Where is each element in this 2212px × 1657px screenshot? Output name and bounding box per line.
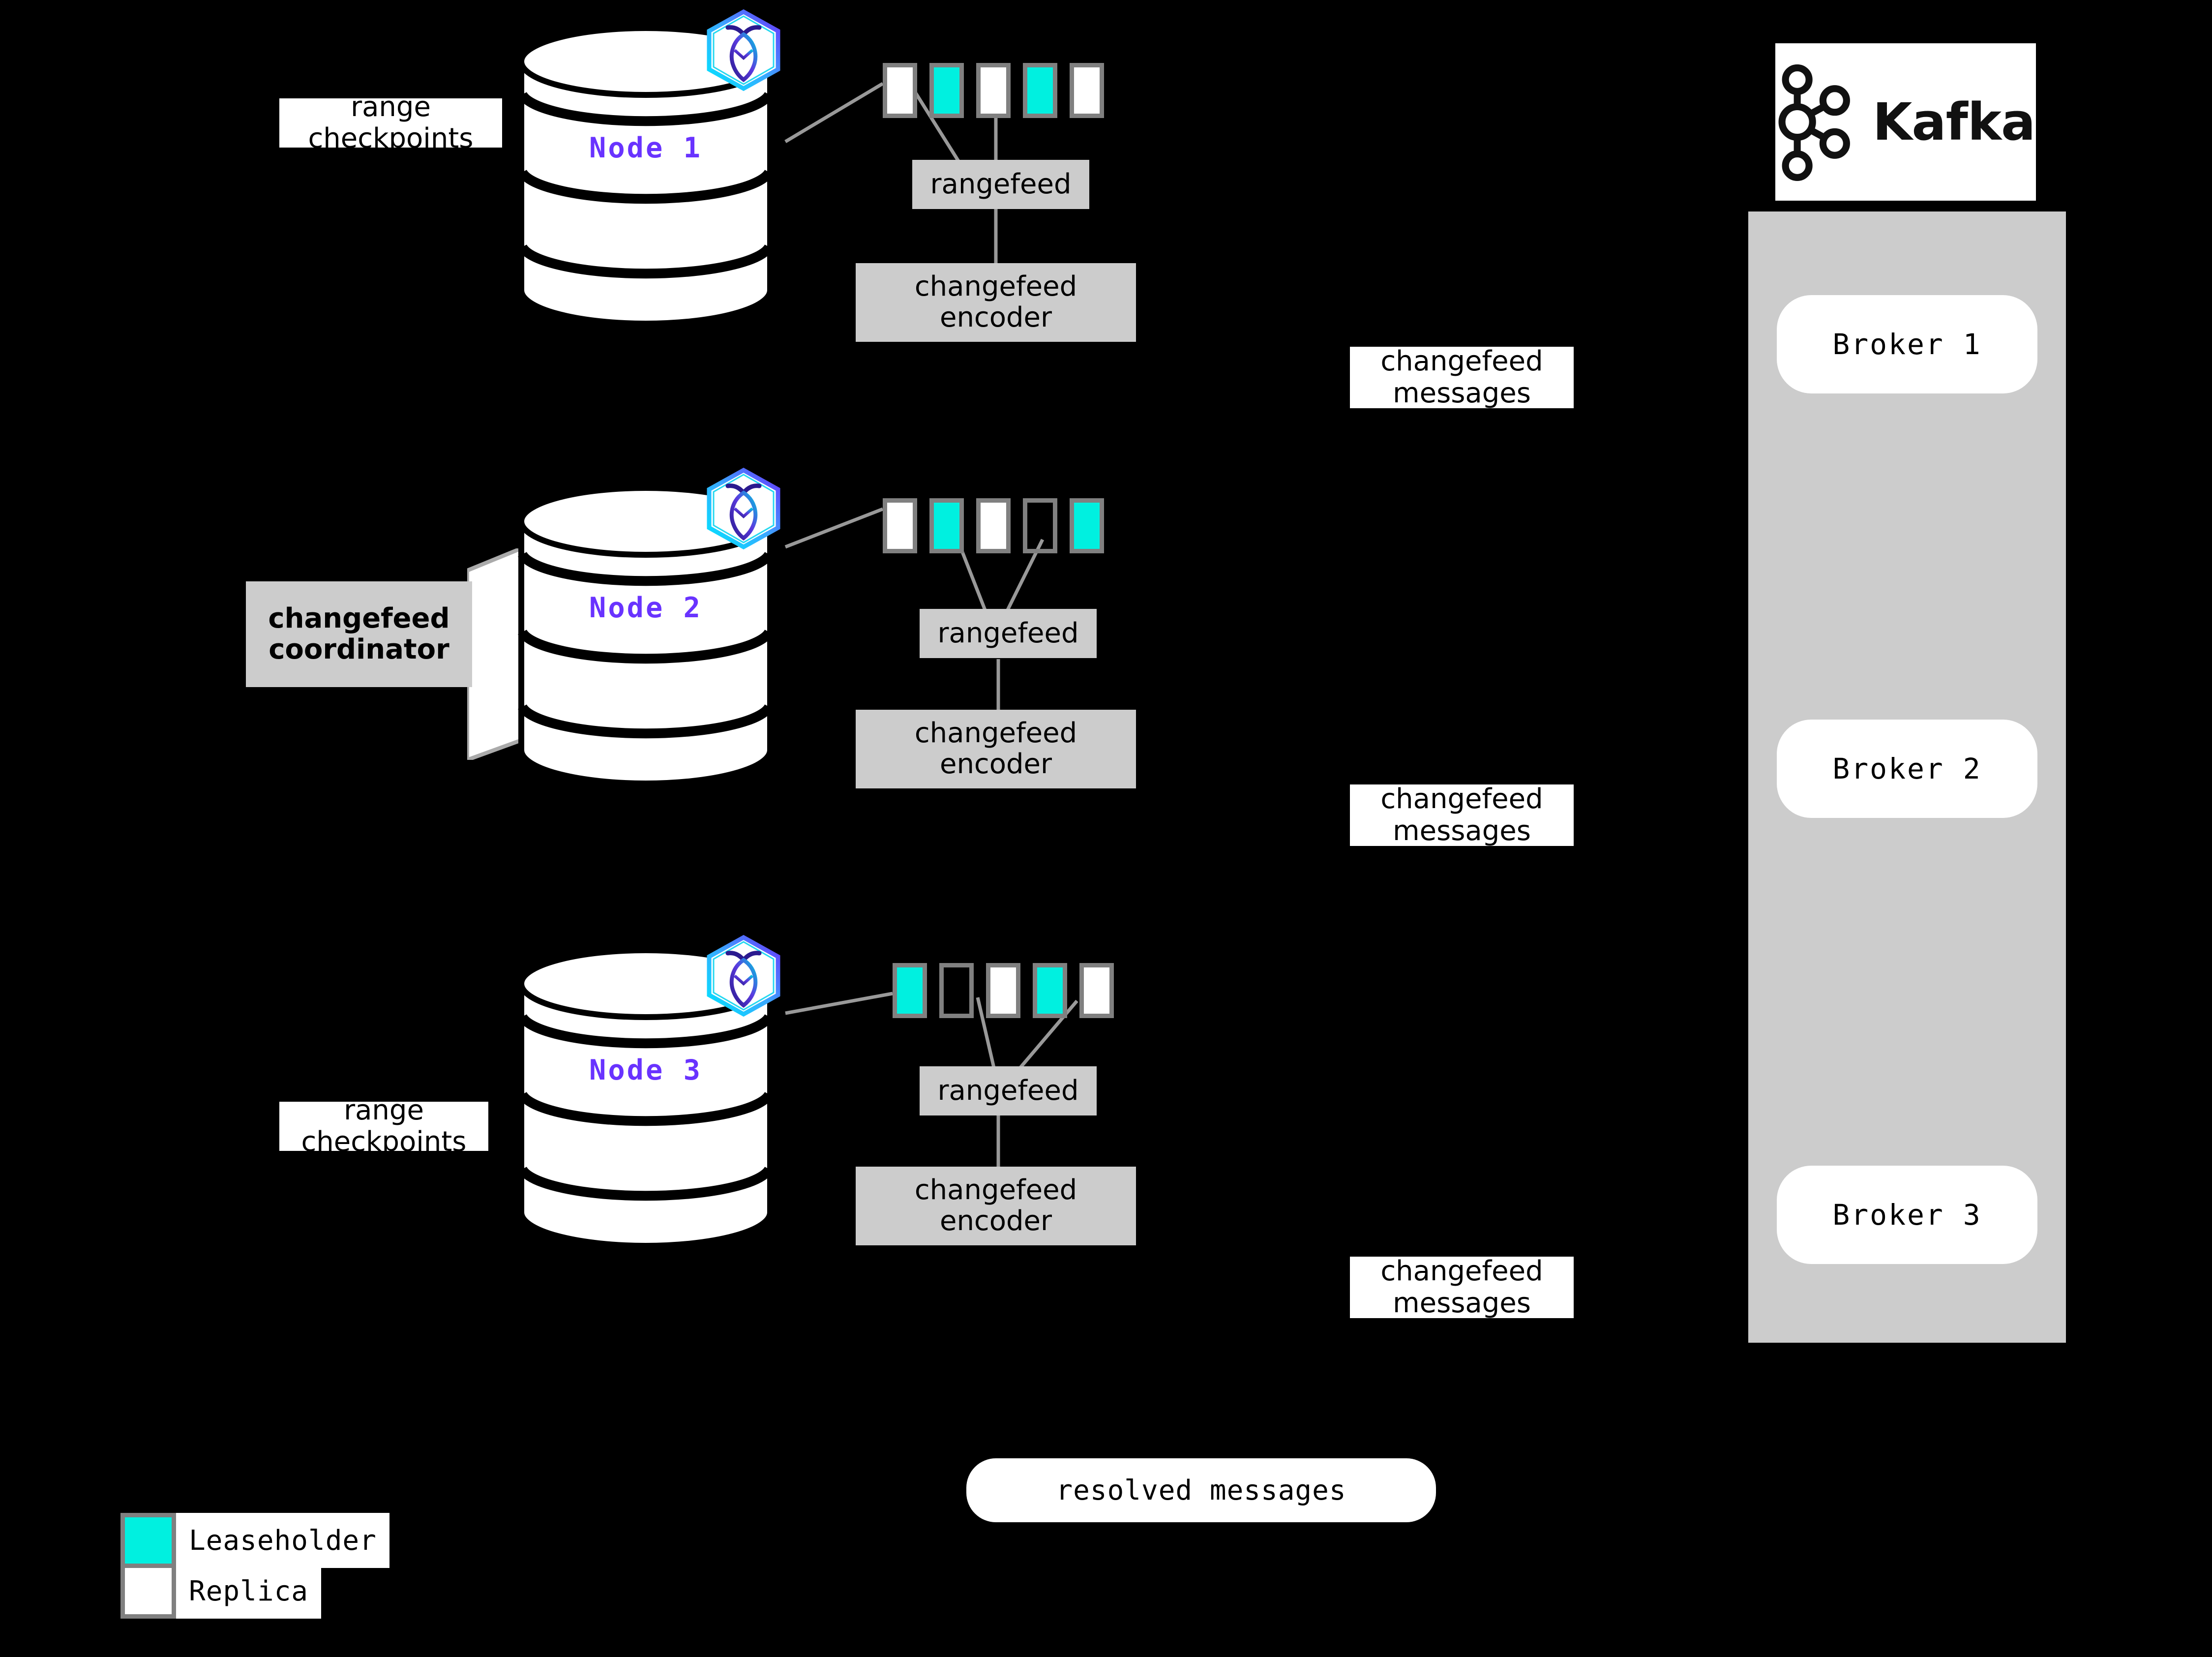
legend-item-leaseholder: Leaseholder: [120, 1513, 389, 1568]
label-line-2: messages: [1393, 1287, 1531, 1319]
coordinator-label-line-2: coordinator: [269, 633, 449, 665]
range-box[interactable]: [1033, 963, 1067, 1018]
cockroachdb-icon: [707, 9, 780, 91]
range-box[interactable]: [929, 498, 964, 553]
kafka-wordmark: Kafka: [1872, 92, 2035, 152]
resolved-messages-label: resolved messages: [1056, 1474, 1346, 1506]
cockroachdb-icon: [707, 467, 780, 550]
node-1-changefeed-encoder-box[interactable]: changefeed encoder: [856, 263, 1136, 342]
kafka-broker-2[interactable]: Broker 2: [1777, 720, 2037, 818]
node-2-rangefeed-box[interactable]: rangefeed: [920, 609, 1097, 658]
resolved-messages-pill[interactable]: resolved messages: [966, 1458, 1436, 1522]
cockroachdb-hex-logo: [704, 9, 783, 91]
changefeed-messages-label-3: changefeed messages: [1350, 1255, 1574, 1319]
node-2-changefeed-encoder-box[interactable]: changefeed encoder: [856, 710, 1136, 788]
encoder-label-line-1: changefeed: [914, 717, 1077, 750]
node-1-range-checkpoints-label: range checkpoints: [279, 91, 502, 154]
node-2-changefeed-coordinator-box[interactable]: changefeed coordinator: [246, 581, 472, 687]
node-3-range-row: [893, 963, 1114, 1018]
label-line-1: range: [344, 1094, 424, 1126]
kafka-icon: [1778, 64, 1850, 181]
range-box[interactable]: [1079, 963, 1114, 1018]
coordinator-label-line-1: changefeed: [268, 602, 450, 634]
range-box[interactable]: [939, 963, 974, 1018]
changefeed-messages-label-1: changefeed messages: [1350, 345, 1574, 409]
range-box[interactable]: [1070, 63, 1104, 118]
legend-label-replica: Replica: [176, 1564, 322, 1619]
kafka-inbound-arrow-1: [2063, 332, 2090, 357]
legend: Leaseholder Replica: [120, 1513, 389, 1619]
range-box[interactable]: [929, 63, 964, 118]
broker-label: Broker 1: [1832, 328, 1982, 361]
rangefeed-label: rangefeed: [937, 1074, 1079, 1107]
label-line-2: checkpoints: [301, 1126, 467, 1158]
broker-label: Broker 3: [1832, 1198, 1982, 1232]
kafka-broker-3[interactable]: Broker 3: [1777, 1166, 2037, 1264]
label-line-1: changefeed: [1380, 345, 1543, 378]
range-box[interactable]: [883, 63, 917, 118]
encoder-label-line-2: encoder: [939, 748, 1052, 780]
broker-label: Broker 2: [1832, 752, 1982, 785]
label-line-1: range: [351, 90, 431, 123]
kafka-logo-box: Kafka: [1775, 43, 2036, 201]
label-line-2: messages: [1393, 377, 1531, 409]
cylinder-shape: [518, 25, 774, 325]
range-box[interactable]: [1023, 63, 1057, 118]
range-box[interactable]: [1070, 498, 1104, 553]
range-box[interactable]: [986, 963, 1020, 1018]
label-line-2: checkpoints: [308, 122, 474, 154]
range-box[interactable]: [893, 963, 927, 1018]
node-1-range-row: [883, 63, 1104, 118]
legend-item-replica: Replica: [120, 1564, 389, 1619]
node-1-cylinder: Node 1: [515, 25, 776, 325]
node-3-range-checkpoints-label: range checkpoints: [279, 1094, 488, 1158]
node-3-changefeed-encoder-box[interactable]: changefeed encoder: [856, 1167, 1136, 1245]
node-1-rangefeed-box[interactable]: rangefeed: [912, 160, 1089, 209]
range-box[interactable]: [976, 498, 1011, 553]
node-1-label: Node 1: [589, 132, 702, 164]
kafka-inbound-arrow-2: [2063, 775, 2090, 799]
node-3-rangefeed-box[interactable]: rangefeed: [920, 1066, 1097, 1115]
node-2-range-row: [883, 498, 1104, 553]
cylinder-shape: [518, 947, 774, 1247]
node-3-cylinder: Node 3: [515, 947, 776, 1247]
label-line-1: changefeed: [1380, 783, 1543, 815]
rangefeed-label: rangefeed: [930, 168, 1072, 200]
encoder-label-line-2: encoder: [939, 1205, 1052, 1237]
cylinder-shape: [518, 485, 774, 784]
cockroachdb-hex-logo: [704, 934, 783, 1017]
range-box[interactable]: [976, 63, 1011, 118]
encoder-label-line-1: changefeed: [914, 271, 1077, 303]
kafka-broker-1[interactable]: Broker 1: [1777, 295, 2037, 393]
kafka-inbound-arrow-3: [2063, 1217, 2090, 1242]
changefeed-messages-label-2: changefeed messages: [1350, 783, 1574, 847]
cockroachdb-hex-logo: [704, 467, 783, 550]
node-3-label: Node 3: [589, 1054, 702, 1086]
legend-swatch-leaseholder: [120, 1513, 176, 1568]
label-line-2: messages: [1393, 814, 1531, 847]
label-line-1: changefeed: [1380, 1255, 1543, 1288]
node-2-label: Node 2: [589, 592, 702, 624]
range-box[interactable]: [883, 498, 917, 553]
rangefeed-label: rangefeed: [937, 617, 1079, 649]
encoder-label-line-1: changefeed: [914, 1174, 1077, 1206]
range-box[interactable]: [1023, 498, 1057, 553]
node-2-cylinder: Node 2: [515, 484, 776, 784]
encoder-label-line-2: encoder: [939, 301, 1052, 333]
cockroachdb-icon: [707, 934, 780, 1017]
legend-label-leaseholder: Leaseholder: [176, 1513, 389, 1568]
legend-swatch-replica: [120, 1564, 176, 1619]
